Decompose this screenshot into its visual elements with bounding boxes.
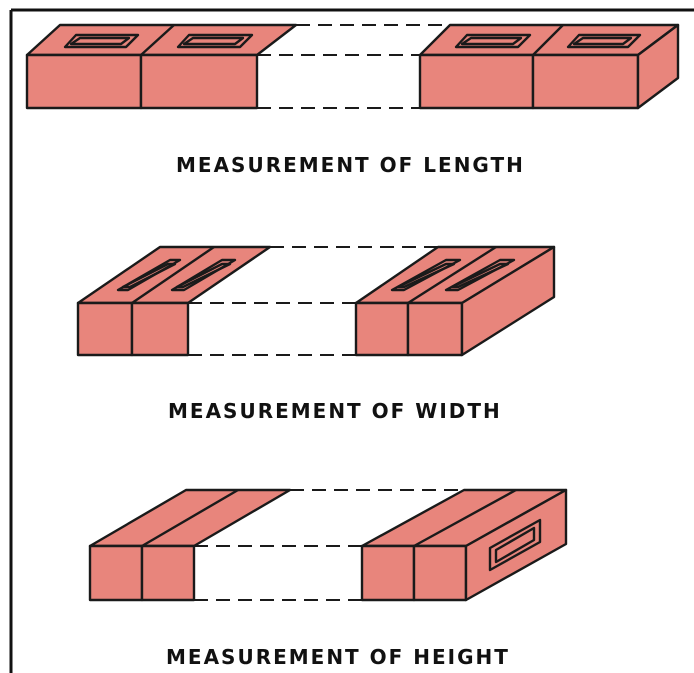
width-right-bricks — [354, 245, 556, 357]
length-row: MEASUREMENT OF LENGTH — [25, 23, 680, 177]
width-row: MEASUREMENT OF WIDTH — [76, 245, 556, 423]
height-caption: MEASUREMENT OF HEIGHT — [166, 645, 510, 669]
width-caption: MEASUREMENT OF WIDTH — [168, 399, 502, 423]
length-caption: MEASUREMENT OF LENGTH — [176, 153, 525, 177]
height-row: MEASUREMENT OF HEIGHT — [88, 488, 568, 669]
width-left-bricks — [76, 245, 272, 357]
height-frog-inner — [494, 526, 536, 564]
length-left-bricks — [25, 23, 298, 110]
height-frog-outer — [488, 518, 542, 572]
height-right-bricks — [360, 488, 568, 602]
height-left-bricks — [88, 488, 292, 602]
length-right-bricks — [418, 23, 680, 110]
